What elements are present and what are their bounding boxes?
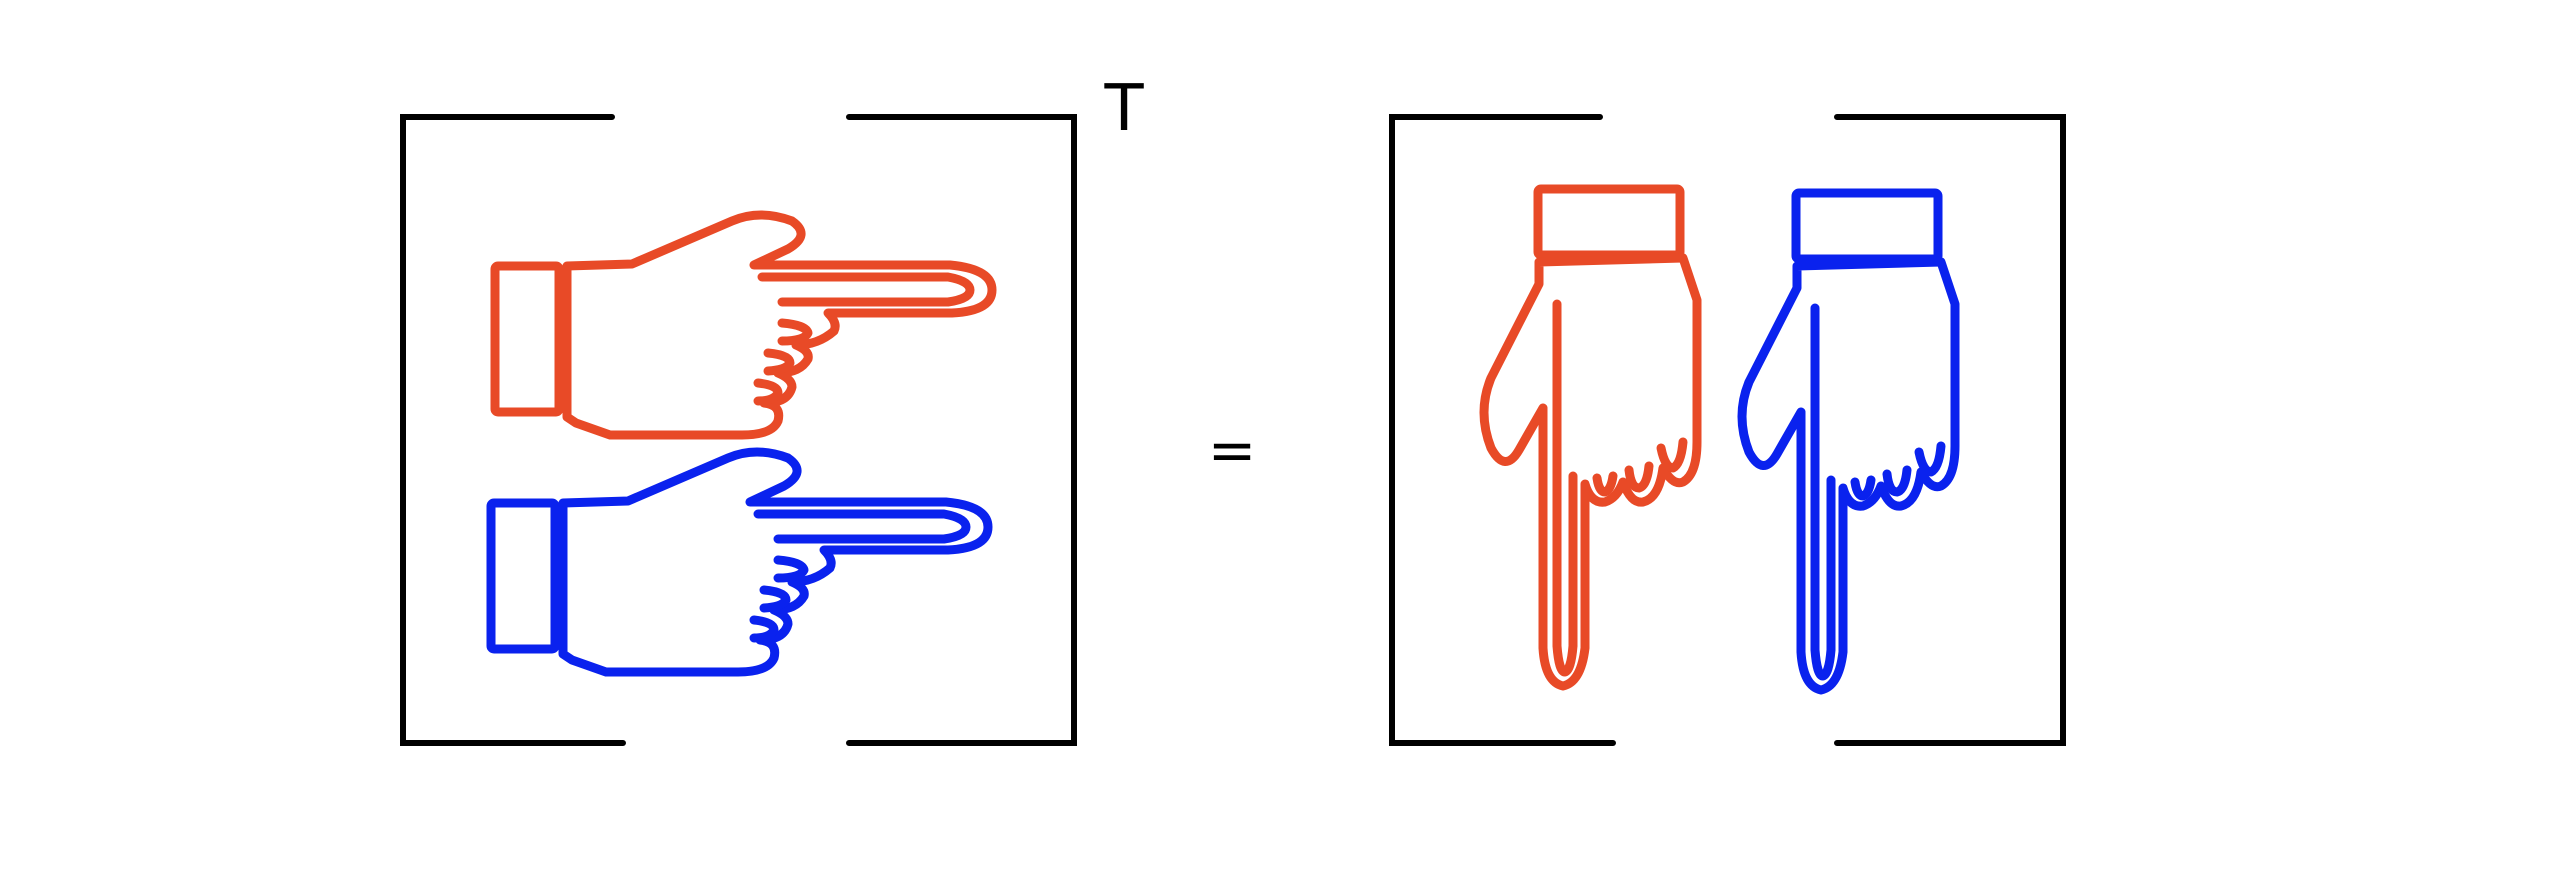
right-matrix-left-bracket [1389,114,1616,746]
right-matrix [1389,114,2066,746]
hand-outline-blue [491,452,988,672]
left-matrix-left-bracket [400,114,626,746]
left-matrix-right-bracket [846,114,1077,746]
left-matrix [400,114,1077,746]
hand-outline-blue [1742,193,1955,690]
hand-outline-orange [1484,189,1697,686]
transpose-symbol: T [1103,72,1144,146]
pointing-hand-down-icon [1742,193,1955,690]
pointing-hand-right-icon [491,452,988,672]
right-matrix-right-bracket [1834,114,2066,746]
pointing-hand-down-icon [1484,189,1697,686]
equals-sign: = [1208,416,1257,484]
pointing-hand-right-icon [495,215,992,435]
hand-outline-orange [495,215,992,435]
